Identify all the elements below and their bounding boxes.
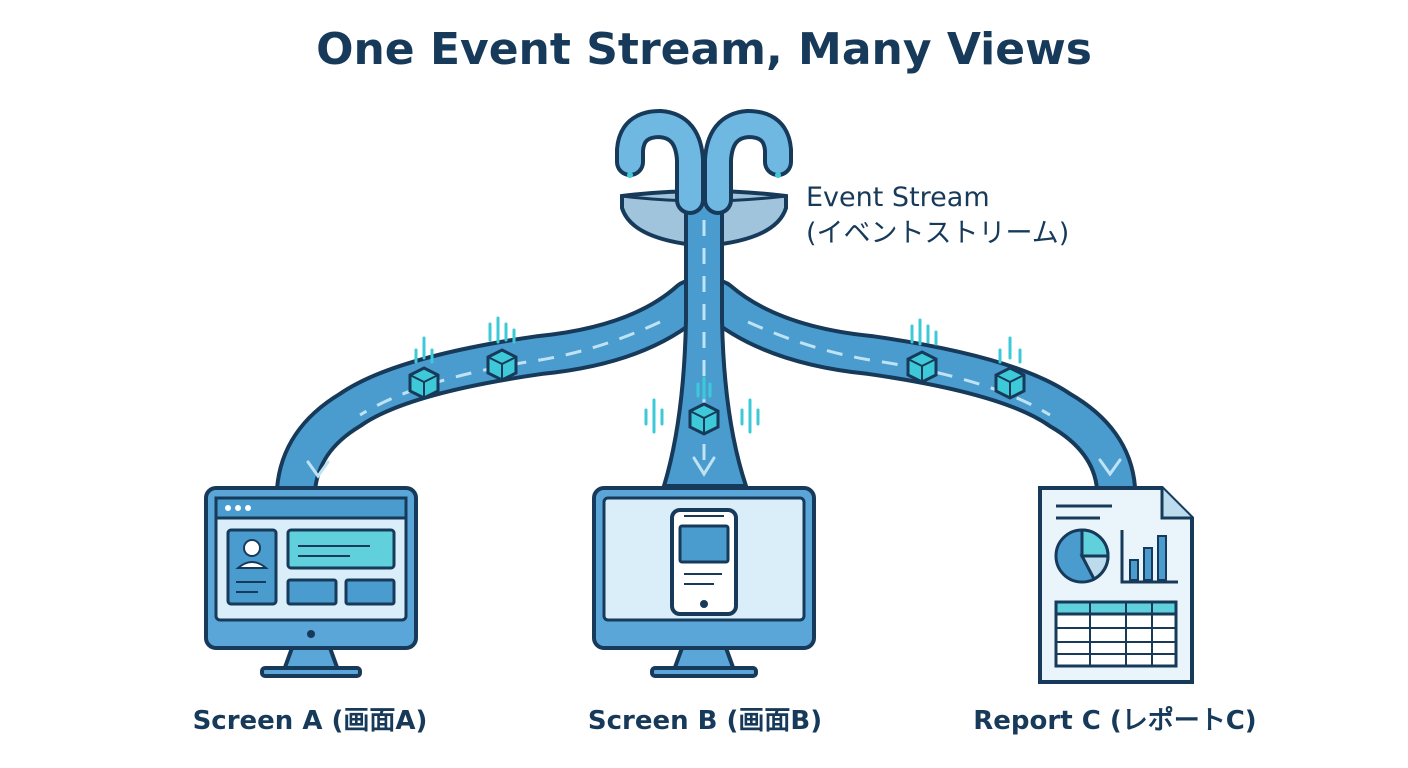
- report-c-icon: [1038, 486, 1194, 684]
- fountain-spouts: [615, 108, 793, 215]
- sparkle-lines: [414, 316, 1022, 434]
- screen-a-label: Screen A (画面A): [192, 706, 428, 736]
- stream-pipes: [275, 198, 1137, 511]
- monitor-b-icon: [592, 486, 816, 678]
- report-c-label: Report C (レポートC): [973, 706, 1257, 736]
- event-stream-label: Event Stream (イベントストリーム): [806, 180, 1069, 252]
- event-stream-label-ja: (イベントストリーム): [806, 218, 1070, 249]
- event-cube-icon: [486, 348, 518, 382]
- event-cube-icon: [906, 350, 938, 384]
- screen-b-label: Screen B (画面B): [587, 706, 823, 736]
- flow-arrows: [306, 456, 1122, 479]
- event-cube-icon: [688, 402, 720, 436]
- page-title: One Event Stream, Many Views: [316, 24, 1092, 75]
- event-stream-label-en: Event Stream: [806, 182, 990, 213]
- event-cube-icon: [408, 366, 440, 400]
- monitor-a-icon: [204, 486, 418, 678]
- event-cube-icon: [994, 366, 1026, 400]
